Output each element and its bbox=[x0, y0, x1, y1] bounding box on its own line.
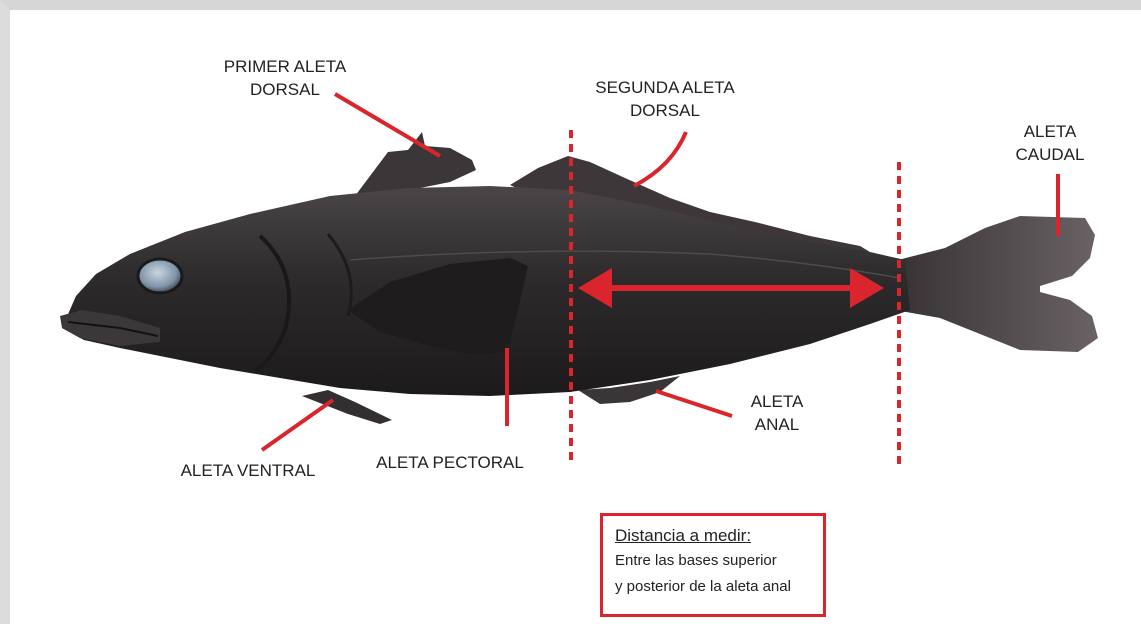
leader-primer-dorsal bbox=[335, 94, 440, 156]
label-caudal-line2: CAUDAL bbox=[1000, 143, 1100, 166]
leader-anal bbox=[656, 391, 732, 416]
leader-ventral bbox=[262, 400, 333, 450]
label-primer-line1: PRIMER ALETA bbox=[200, 55, 370, 78]
label-segunda-line2: DORSAL bbox=[580, 99, 750, 122]
label-pectoral-text: ALETA PECTORAL bbox=[355, 451, 545, 474]
fish-diagram bbox=[10, 10, 1141, 624]
label-aleta-ventral: ALETA VENTRAL bbox=[153, 459, 343, 482]
ventral-fin bbox=[302, 390, 392, 424]
label-primer-aleta-dorsal: PRIMER ALETA DORSAL bbox=[200, 55, 370, 101]
measurement-note-box: Distancia a medir: Entre las bases super… bbox=[600, 513, 826, 617]
note-line-1: Entre las bases superior bbox=[615, 548, 813, 574]
label-segunda-aleta-dorsal: SEGUNDA ALETA DORSAL bbox=[580, 76, 750, 122]
label-anal-line2: ANAL bbox=[732, 413, 822, 436]
label-aleta-pectoral: ALETA PECTORAL bbox=[355, 451, 545, 474]
note-line-2: y posterior de la aleta anal bbox=[615, 574, 813, 600]
eye bbox=[138, 259, 182, 293]
label-ventral-text: ALETA VENTRAL bbox=[153, 459, 343, 482]
label-caudal-line1: ALETA bbox=[1000, 120, 1100, 143]
tail-fin bbox=[890, 216, 1098, 352]
leader-segunda-dorsal bbox=[634, 132, 686, 186]
label-segunda-line1: SEGUNDA ALETA bbox=[580, 76, 750, 99]
note-heading: Distancia a medir: bbox=[615, 523, 813, 548]
label-primer-line2: DORSAL bbox=[200, 78, 370, 101]
label-anal-line1: ALETA bbox=[732, 390, 822, 413]
label-aleta-anal: ALETA ANAL bbox=[732, 390, 822, 436]
label-aleta-caudal: ALETA CAUDAL bbox=[1000, 120, 1100, 166]
